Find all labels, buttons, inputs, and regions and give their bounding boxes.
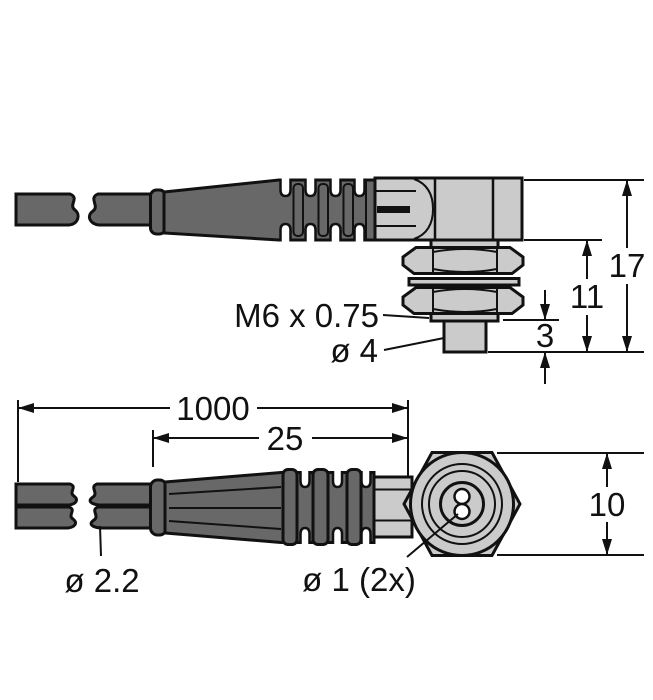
rib-notch-top xyxy=(353,178,366,198)
boot-body xyxy=(162,178,379,242)
rib-notch-bottom xyxy=(353,222,366,242)
rib-ring xyxy=(311,468,330,546)
rib-ring xyxy=(281,468,299,546)
rib-notch-bottom xyxy=(279,222,292,242)
hex-nut-lower xyxy=(401,286,525,315)
cable2-segment-right xyxy=(89,505,155,530)
cable1-segment-left xyxy=(14,482,78,507)
leader-optic-holes xyxy=(406,513,459,558)
arrow-down xyxy=(602,539,612,555)
arrow-up xyxy=(540,352,550,368)
dim-text-11: 11 xyxy=(570,278,604,315)
cable-segment-left xyxy=(14,192,80,227)
nut-facet-arc xyxy=(432,248,498,253)
connector-head-side-view xyxy=(373,176,524,242)
arrow-down xyxy=(540,304,550,320)
cable-segment-right xyxy=(87,192,155,227)
side-view-dimensions: 17 11 3 xyxy=(488,179,646,384)
tip-face-circle xyxy=(439,481,485,527)
cable2-segment-left xyxy=(14,505,77,530)
dim-text-17: 17 xyxy=(609,247,646,284)
arrow-left xyxy=(18,403,34,413)
rib-notch-bottom xyxy=(360,526,372,544)
rib-notch-bottom xyxy=(331,526,344,544)
rib-ring xyxy=(345,468,363,546)
cable1-segment-right xyxy=(88,482,155,507)
boot-mold-line xyxy=(168,520,282,530)
side-view-labels: M6 x 0.75 ø 4 xyxy=(234,297,445,369)
label-cable-diameter: ø 2.2 xyxy=(64,562,139,599)
dim-text-10: 10 xyxy=(589,486,626,523)
head-arc xyxy=(413,178,435,240)
rib-notch-top xyxy=(304,178,317,198)
rib-notch-top xyxy=(329,178,342,198)
rib-notch-top xyxy=(299,471,311,489)
rib-slat xyxy=(292,183,304,237)
arrow-up xyxy=(582,240,592,256)
cables-top-view xyxy=(14,482,155,530)
inner-ring-outer xyxy=(421,463,503,545)
leader-tip-dia xyxy=(383,337,445,351)
rib-notch-top xyxy=(360,471,372,489)
nut-facet-arc xyxy=(432,268,498,273)
label-optic-holes: ø 1 (2x) xyxy=(302,561,416,598)
dim-text-25: 25 xyxy=(267,420,304,457)
thread-stack xyxy=(401,238,525,354)
side-view: 17 11 3 M6 x 0.75 ø 4 xyxy=(14,176,646,384)
head-slot xyxy=(377,206,410,213)
sensor-tip xyxy=(442,319,488,354)
label-thread: M6 x 0.75 xyxy=(234,297,379,334)
arrow-down xyxy=(582,336,592,352)
washer xyxy=(407,277,521,287)
cable-side-view xyxy=(14,192,155,227)
leader-cable-dia xyxy=(99,525,102,557)
arrow-right xyxy=(392,403,408,413)
arrow-left xyxy=(153,433,169,443)
rib-notch-bottom xyxy=(304,222,317,242)
arrow-up xyxy=(622,180,632,196)
rib-notch-bottom xyxy=(299,526,311,544)
dim-text-1000: 1000 xyxy=(176,390,249,427)
connector-head-top-view xyxy=(402,451,522,557)
hex-nut-upper xyxy=(401,246,525,275)
optic-hole-bottom xyxy=(453,502,471,521)
top-view-dimensions: 1000 25 10 xyxy=(17,390,644,556)
dim-text-3: 3 xyxy=(536,317,554,354)
boot-side-view xyxy=(149,178,379,242)
arrow-up xyxy=(602,453,612,469)
label-tip-diameter: ø 4 xyxy=(330,332,378,369)
boot-mold-line xyxy=(168,486,282,495)
rib-slat xyxy=(342,183,354,237)
rib-notch-bottom xyxy=(329,222,342,242)
top-view-labels: ø 2.2 ø 1 (2x) xyxy=(64,513,459,599)
arrow-down xyxy=(622,336,632,352)
inner-ring-inner xyxy=(428,470,496,538)
rib-slat xyxy=(317,183,329,237)
rib-notch-top xyxy=(279,178,292,198)
boot-top-view xyxy=(149,468,376,546)
nut-facet-arc xyxy=(432,308,498,313)
nut-facet-arc xyxy=(432,288,498,293)
rib-notch-top xyxy=(331,471,344,489)
top-view: 1000 25 10 ø 2.2 ø 1 (2x) xyxy=(14,390,644,599)
arrow-right xyxy=(392,433,408,443)
optic-hole-top xyxy=(453,487,471,506)
leader-thread xyxy=(382,314,430,319)
